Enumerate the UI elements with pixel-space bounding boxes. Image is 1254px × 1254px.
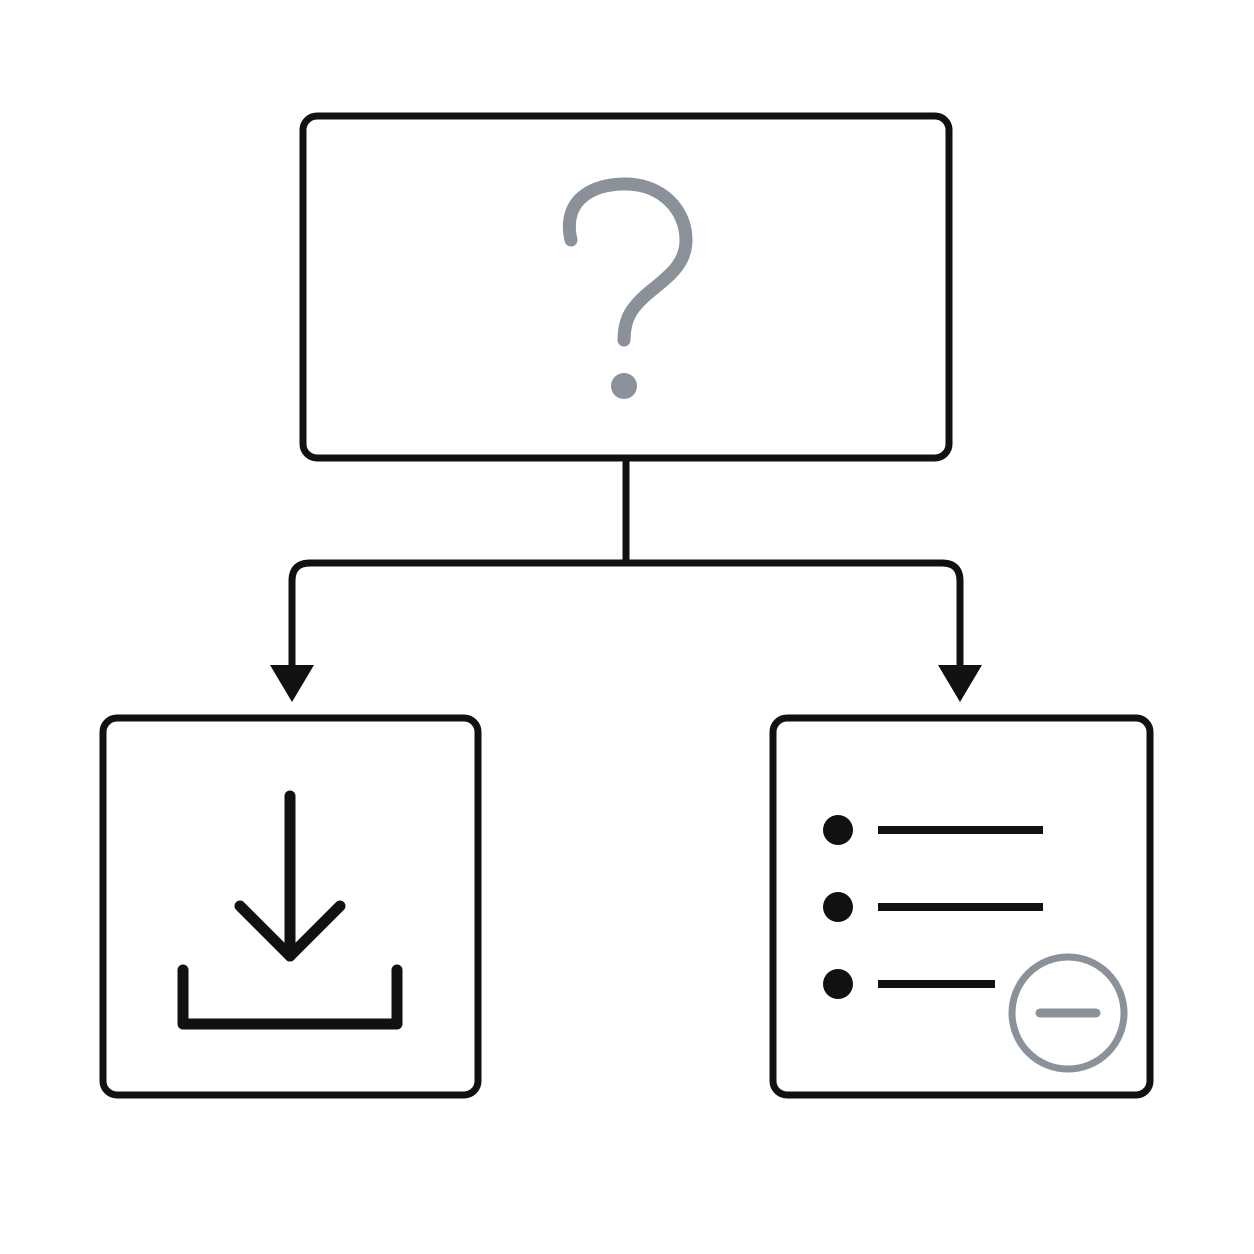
arrowhead-right xyxy=(938,665,982,702)
connector-left-branch xyxy=(288,559,626,668)
connectors xyxy=(288,460,964,668)
connector-right-branch xyxy=(626,559,964,668)
download-node xyxy=(99,714,482,1099)
arrowhead-left xyxy=(270,665,314,702)
root-node xyxy=(299,112,953,462)
list-remove-icon xyxy=(823,815,1128,1073)
list-icon xyxy=(823,815,1043,999)
download-icon xyxy=(177,790,403,1030)
list-remove-node xyxy=(769,714,1154,1099)
minus-circle-icon xyxy=(1008,953,1128,1073)
root-box xyxy=(299,112,953,462)
question-mark-icon xyxy=(562,177,693,399)
